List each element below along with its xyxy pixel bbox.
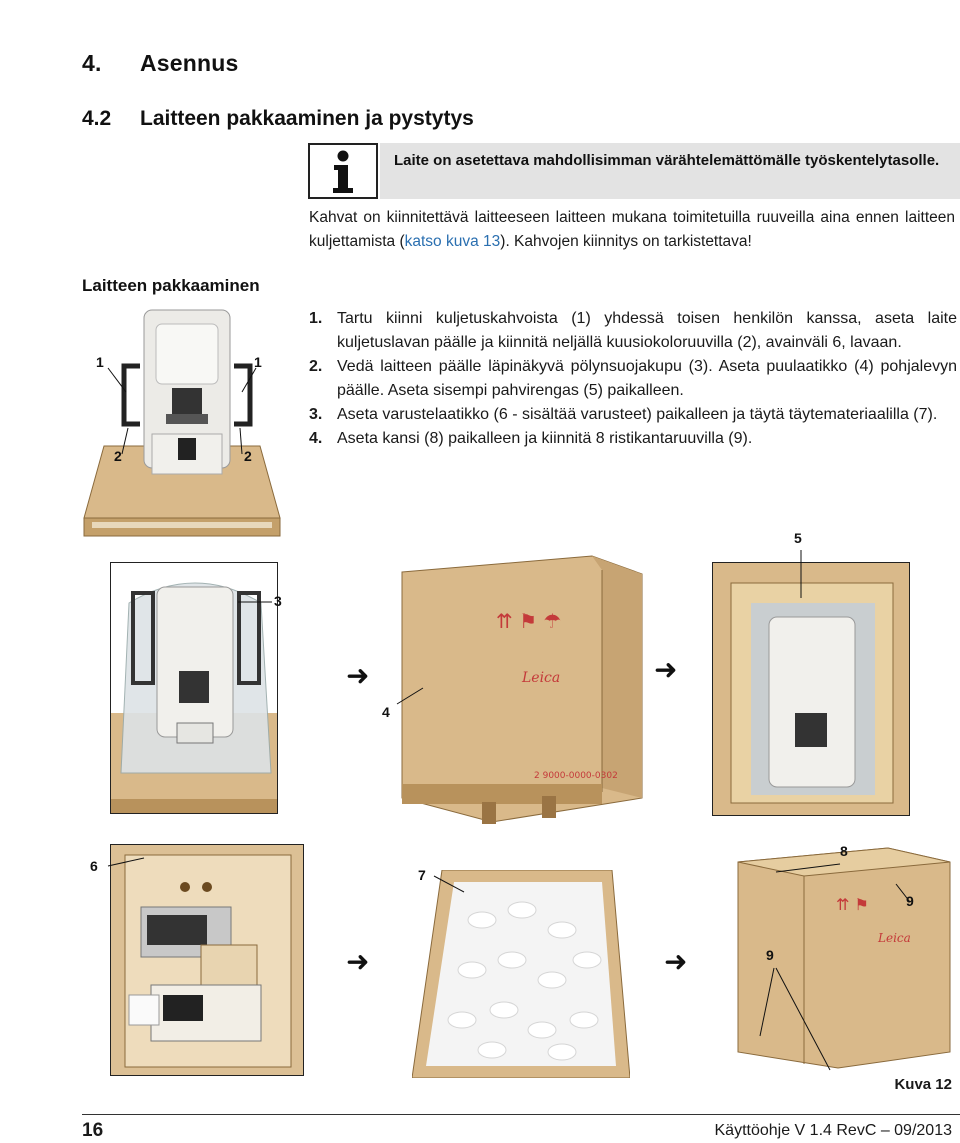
list-item: 1.Tartu kiinni kuljetuskahvoista (1) yhd…: [309, 310, 957, 351]
arrow-icon: ➜: [346, 946, 370, 977]
callout-4: 4: [382, 704, 390, 720]
svg-text:⇈ ⚑: ⇈ ⚑: [836, 895, 869, 914]
page-number: 16: [82, 1120, 104, 1141]
info-icon: [308, 143, 378, 199]
chapter-number: 4.: [82, 50, 102, 76]
section-heading: 4.2 Laitteen pakkaaminen ja pystytys: [82, 107, 474, 131]
leader-line-4: [396, 687, 424, 705]
photo-cardboard-ring: [712, 562, 910, 816]
info-note-box: [380, 143, 960, 199]
side-heading: Laitteen pakkaaminen: [82, 276, 260, 295]
svg-text:Leica: Leica: [521, 670, 560, 686]
photo-closed-crate: ⇈ ⚑ Leica: [728, 846, 956, 1072]
document-version: Käyttöohje V 1.4 RevC – 09/2013: [714, 1122, 953, 1139]
photo-wooden-crate: ⇈ ⚑ ☂ Leica 2 9000-0000-0302: [392, 552, 650, 830]
callout-5: 5: [794, 530, 802, 546]
leader-lines-8-9: [759, 863, 911, 1071]
callout-8: 8: [840, 843, 848, 859]
callout-3: 3: [274, 593, 282, 609]
leader-line-3: [238, 601, 272, 603]
steps-list: 1.Tartu kiinni kuljetuskahvoista (1) yhd…: [309, 307, 957, 451]
leader-line-6: [107, 857, 145, 867]
chapter-heading: 4. Asennus: [82, 50, 239, 77]
list-item: 2.Vedä laitteen päälle läpinäkyvä pölyns…: [309, 358, 957, 399]
photo-accessories-box: [110, 844, 304, 1076]
callout-2-left: 2: [114, 448, 122, 464]
callout-7: 7: [418, 867, 426, 883]
callout-1-right: 1: [254, 354, 262, 370]
callout-9-top: 9: [906, 893, 914, 909]
figure-caption: Kuva 12: [894, 1076, 952, 1093]
list-item: 3.Aseta varustelaatikko (6 - sisältää va…: [309, 406, 938, 423]
callout-1-left: 1: [96, 354, 104, 370]
callout-6: 6: [90, 858, 98, 874]
info-note-text: Laite on asetettava mahdollisimman väräh…: [394, 152, 940, 169]
callout-9-bottom: 9: [766, 947, 774, 963]
photo-packing-material: [412, 870, 630, 1078]
svg-text:⇈ ⚑ ☂: ⇈ ⚑ ☂: [496, 609, 561, 633]
photo-device-on-pallet: [82, 296, 282, 544]
intro-paragraph: Kahvat on kiinnitettävä laitteeseen lait…: [309, 209, 955, 250]
photo-dust-cover: [110, 562, 278, 814]
list-item: 4.Aseta kansi (8) paikalleen ja kiinnitä…: [309, 430, 753, 447]
section-number: 4.2: [82, 107, 112, 130]
arrow-icon: ➜: [654, 654, 678, 685]
figure-link[interactable]: katso kuva 13: [404, 233, 501, 250]
arrow-icon: ➜: [664, 946, 688, 977]
section-title: Laitteen pakkaaminen ja pystytys: [140, 107, 474, 130]
footer-divider: [82, 1114, 960, 1115]
arrow-icon: ➜: [346, 660, 370, 691]
chapter-title: Asennus: [140, 50, 239, 76]
leader-line-7: [433, 875, 465, 893]
svg-text:2 9000-0000-0302: 2 9000-0000-0302: [534, 771, 618, 781]
svg-text:Leica: Leica: [877, 931, 911, 945]
leader-line-5: [800, 550, 802, 598]
callout-2-right: 2: [244, 448, 252, 464]
